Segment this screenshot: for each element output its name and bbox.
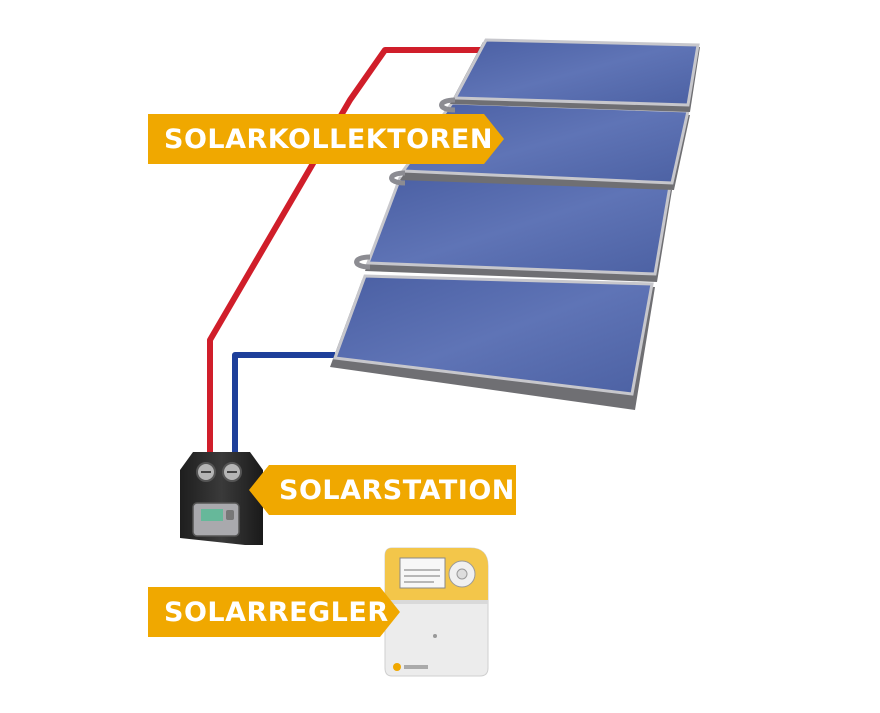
label-solar-controller: SOLARREGLER	[148, 587, 400, 637]
panel-connector	[439, 97, 456, 113]
solar-station-unit	[180, 452, 263, 545]
red-supply-pipe	[207, 47, 485, 455]
label-solar-collectors: SOLARKOLLEKTOREN	[148, 114, 504, 164]
solar-controller-device	[384, 547, 489, 677]
label-solar-collectors-text: SOLARKOLLEKTOREN	[164, 123, 493, 155]
solar-collector-panel	[330, 274, 655, 410]
label-solar-station: SOLARSTATION	[249, 465, 516, 515]
panel-connector	[389, 170, 406, 186]
label-solar-station-text: SOLARSTATION	[279, 474, 515, 506]
blue-return-pipe	[232, 352, 335, 455]
solar-collector-panel	[365, 176, 672, 282]
label-solar-controller-text: SOLARREGLER	[164, 596, 389, 628]
panel-connector	[354, 254, 371, 270]
solar-collector-panel	[450, 38, 700, 112]
